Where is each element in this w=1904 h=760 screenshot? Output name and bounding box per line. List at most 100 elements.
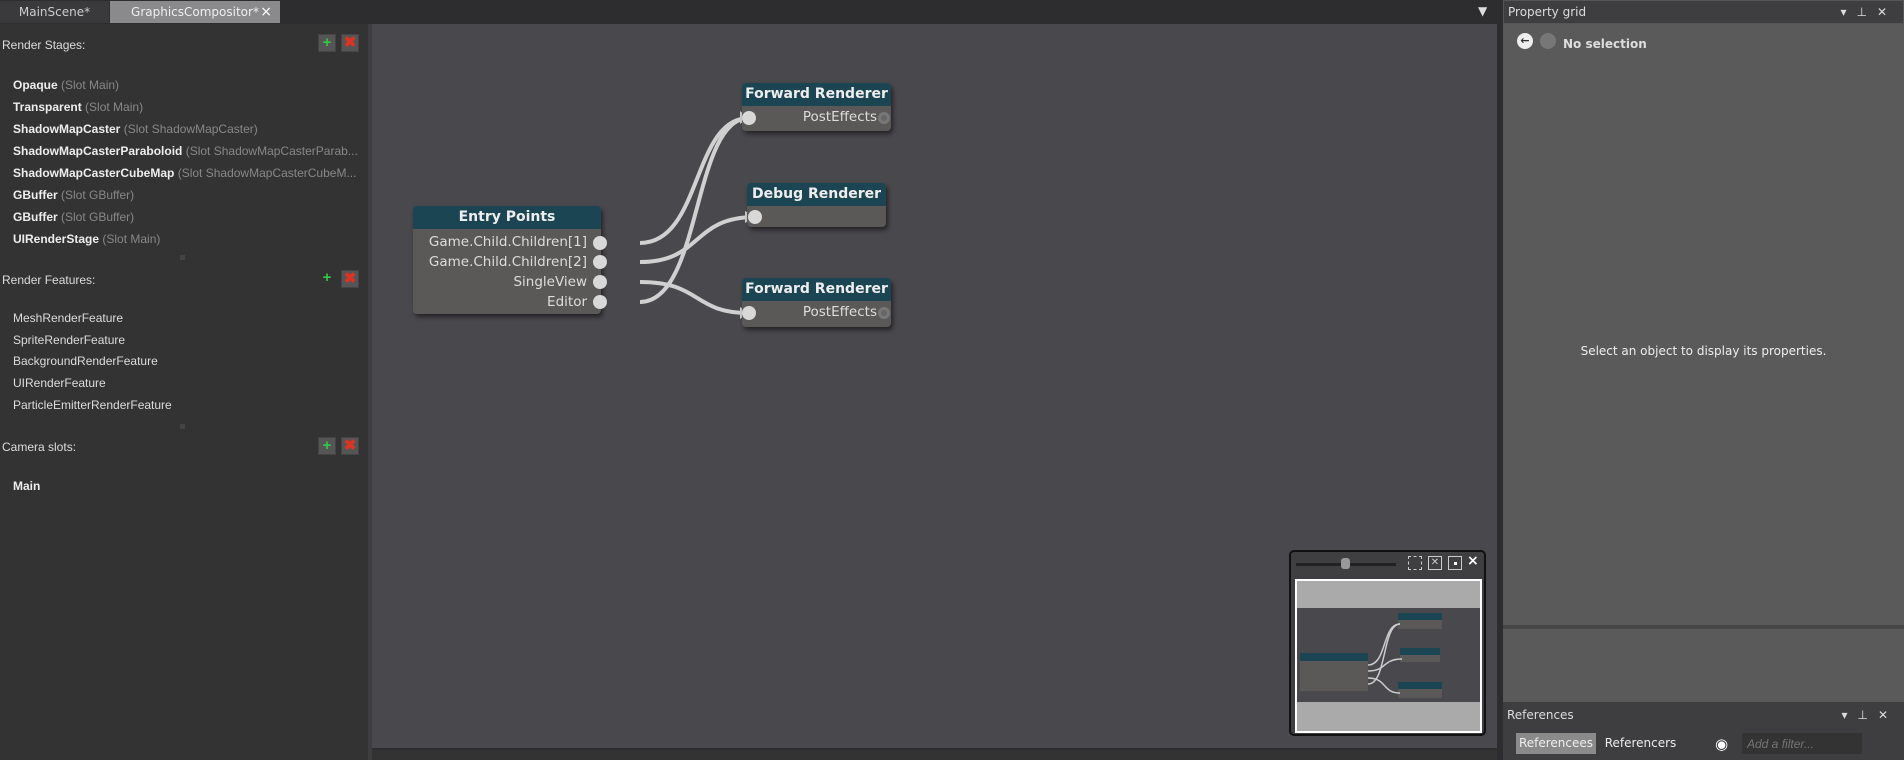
tab-graphics-compositor[interactable]: GraphicsCompositor*× (110, 1, 280, 23)
stage-name: UIRenderStage (13, 232, 100, 246)
forward-arrow-icon[interactable] (1540, 33, 1556, 49)
render-stage-item[interactable]: Transparent (Slot Main) (13, 100, 143, 114)
stage-slot: (Slot ShadowMapCasterParab... (185, 144, 358, 158)
stage-slot: (Slot Main) (61, 78, 120, 92)
property-grid-header: Property grid ▾⊥✕ (1503, 0, 1904, 24)
render-stage-item[interactable]: ShadowMapCasterParaboloid (Slot ShadowMa… (13, 144, 358, 158)
output-port-label: Editor (547, 294, 587, 310)
tab-list-menu-icon[interactable]: ▼ (1478, 4, 1488, 18)
empty-hint: Select an object to display its properti… (1580, 344, 1827, 358)
output-port[interactable] (593, 295, 607, 309)
render-stage-item[interactable]: GBuffer (Slot GBuffer) (13, 210, 134, 224)
stage-slot: (Slot ShadowMapCasterCubeM... (177, 166, 357, 180)
splitter-handle[interactable] (180, 424, 185, 429)
canvas-scrollbar[interactable] (372, 750, 1497, 760)
remove-render-feature-button[interactable]: ✖ (341, 270, 359, 288)
add-render-stage-button[interactable]: + (318, 34, 336, 52)
output-port-label: Game.Child.Children[2] (428, 254, 587, 270)
stage-slot: (Slot ShadowMapCaster) (123, 122, 258, 136)
tab-label: GraphicsCompositor* (131, 5, 259, 19)
stage-name: GBuffer (13, 210, 58, 224)
forward-renderer-node[interactable]: Forward Renderer PostEffects (742, 83, 891, 131)
output-port-label: PostEffects (802, 304, 877, 320)
stage-name: ShadowMapCasterParaboloid (13, 144, 183, 158)
output-port[interactable] (593, 255, 607, 269)
back-arrow-icon[interactable]: ← (1517, 33, 1533, 49)
expand-icon[interactable]: ✕ (1428, 556, 1442, 570)
stage-name: GBuffer (13, 188, 58, 202)
debug-renderer-node[interactable]: Debug Renderer (747, 183, 886, 227)
render-features-header: Render Features: (2, 273, 96, 287)
camera-slots-header: Camera slots: (2, 440, 77, 454)
fit-to-view-icon[interactable] (1408, 556, 1422, 570)
forward-renderer-node[interactable]: Forward Renderer PostEffects (742, 278, 891, 327)
node-title: Forward Renderer (742, 83, 891, 106)
stage-slot: (Slot Main) (102, 232, 161, 246)
sidebar-scrollbar[interactable] (368, 24, 372, 760)
camera-slot-item[interactable]: Main (13, 479, 41, 493)
stage-slot: (Slot GBuffer) (61, 210, 135, 224)
stage-slot: (Slot Main) (85, 100, 144, 114)
render-feature-item[interactable]: UIRenderFeature (13, 376, 106, 391)
render-stages-header: Render Stages: (2, 38, 86, 52)
render-feature-item[interactable]: MeshRenderFeature (13, 311, 124, 325)
output-port[interactable] (878, 307, 890, 319)
output-port[interactable] (593, 275, 607, 289)
render-stage-item[interactable]: UIRenderStage (Slot Main) (13, 232, 160, 246)
remove-camera-slot-button[interactable]: ✖ (341, 437, 359, 455)
panel-title: Property grid (1508, 5, 1587, 19)
node-title: Debug Renderer (747, 183, 886, 206)
render-stage-item[interactable]: ShadowMapCaster (Slot ShadowMapCaster) (13, 122, 258, 136)
eye-icon[interactable]: ◉ (1715, 735, 1729, 753)
zoom-slider-thumb[interactable] (1341, 558, 1350, 569)
render-feature-item[interactable]: BackgroundRenderFeature (13, 354, 158, 369)
no-selection-label: No selection (1563, 37, 1647, 51)
input-port[interactable] (742, 306, 756, 320)
render-stage-item[interactable]: Opaque (Slot Main) (13, 78, 119, 92)
render-feature-item[interactable]: SpriteRenderFeature (13, 332, 126, 347)
panel-splitter[interactable] (1503, 625, 1904, 629)
output-port-label: PostEffects (802, 109, 877, 125)
output-port-label: SingleView (513, 274, 587, 290)
output-port-label: Game.Child.Children[1] (428, 234, 587, 250)
add-render-feature-button[interactable]: + (322, 269, 332, 286)
input-port[interactable] (742, 111, 756, 125)
stage-slot: (Slot GBuffer) (61, 188, 135, 202)
reference-filter-input[interactable] (1742, 733, 1862, 754)
render-stage-item[interactable]: ShadowMapCasterCubeMap (Slot ShadowMapCa… (13, 166, 356, 180)
tab-mainscene[interactable]: MainScene* (0, 1, 109, 23)
compositor-sidebar: Render Stages: + ✖ Opaque (Slot Main)Tra… (0, 24, 368, 760)
stage-name: Opaque (13, 78, 58, 92)
tab-referencers[interactable]: Referencers (1604, 736, 1677, 750)
remove-render-stage-button[interactable]: ✖ (341, 34, 359, 52)
wire-children1-forward1 (639, 116, 750, 245)
actual-size-icon[interactable] (1448, 556, 1462, 570)
wire-children2-debug (639, 215, 756, 264)
node-title: Forward Renderer (742, 278, 891, 301)
tab-referencees[interactable]: Referencees (1516, 733, 1596, 754)
panel-title: References (1507, 708, 1574, 722)
document-tab-bar: MainScene* GraphicsCompositor*× ▼ (0, 0, 1500, 24)
stage-name: ShadowMapCaster (13, 122, 121, 136)
close-minimap-icon[interactable]: × (1467, 553, 1479, 569)
stage-name: Transparent (13, 100, 82, 114)
input-port[interactable] (748, 210, 762, 224)
render-feature-item[interactable]: ParticleEmitterRenderFeature (13, 397, 172, 412)
panel-controls[interactable]: ▾⊥✕ (1840, 5, 1897, 19)
panel-controls[interactable]: ▾⊥✕ (1841, 708, 1898, 722)
output-port[interactable] (593, 236, 607, 250)
stage-name: ShadowMapCasterCubeMap (13, 166, 175, 180)
entry-points-node[interactable]: Entry Points Game.Child.Children[1] Game… (413, 206, 607, 314)
right-dock: Property grid ▾⊥✕ ← No selection Select a… (1503, 0, 1904, 760)
minimap-viewport[interactable] (1295, 579, 1482, 733)
references-header: References ▾⊥✕ (1503, 704, 1904, 728)
splitter-handle[interactable] (180, 255, 185, 260)
close-tab-icon[interactable]: × (260, 4, 272, 20)
render-stage-item[interactable]: GBuffer (Slot GBuffer) (13, 188, 134, 202)
output-port[interactable] (878, 112, 890, 124)
node-title: Entry Points (413, 206, 601, 229)
minimap-panel: ✕ × (1289, 550, 1486, 736)
wire-singleview-forward2 (639, 280, 750, 315)
wire-editor-forward1 (639, 116, 750, 304)
add-camera-slot-button[interactable]: + (318, 437, 336, 455)
